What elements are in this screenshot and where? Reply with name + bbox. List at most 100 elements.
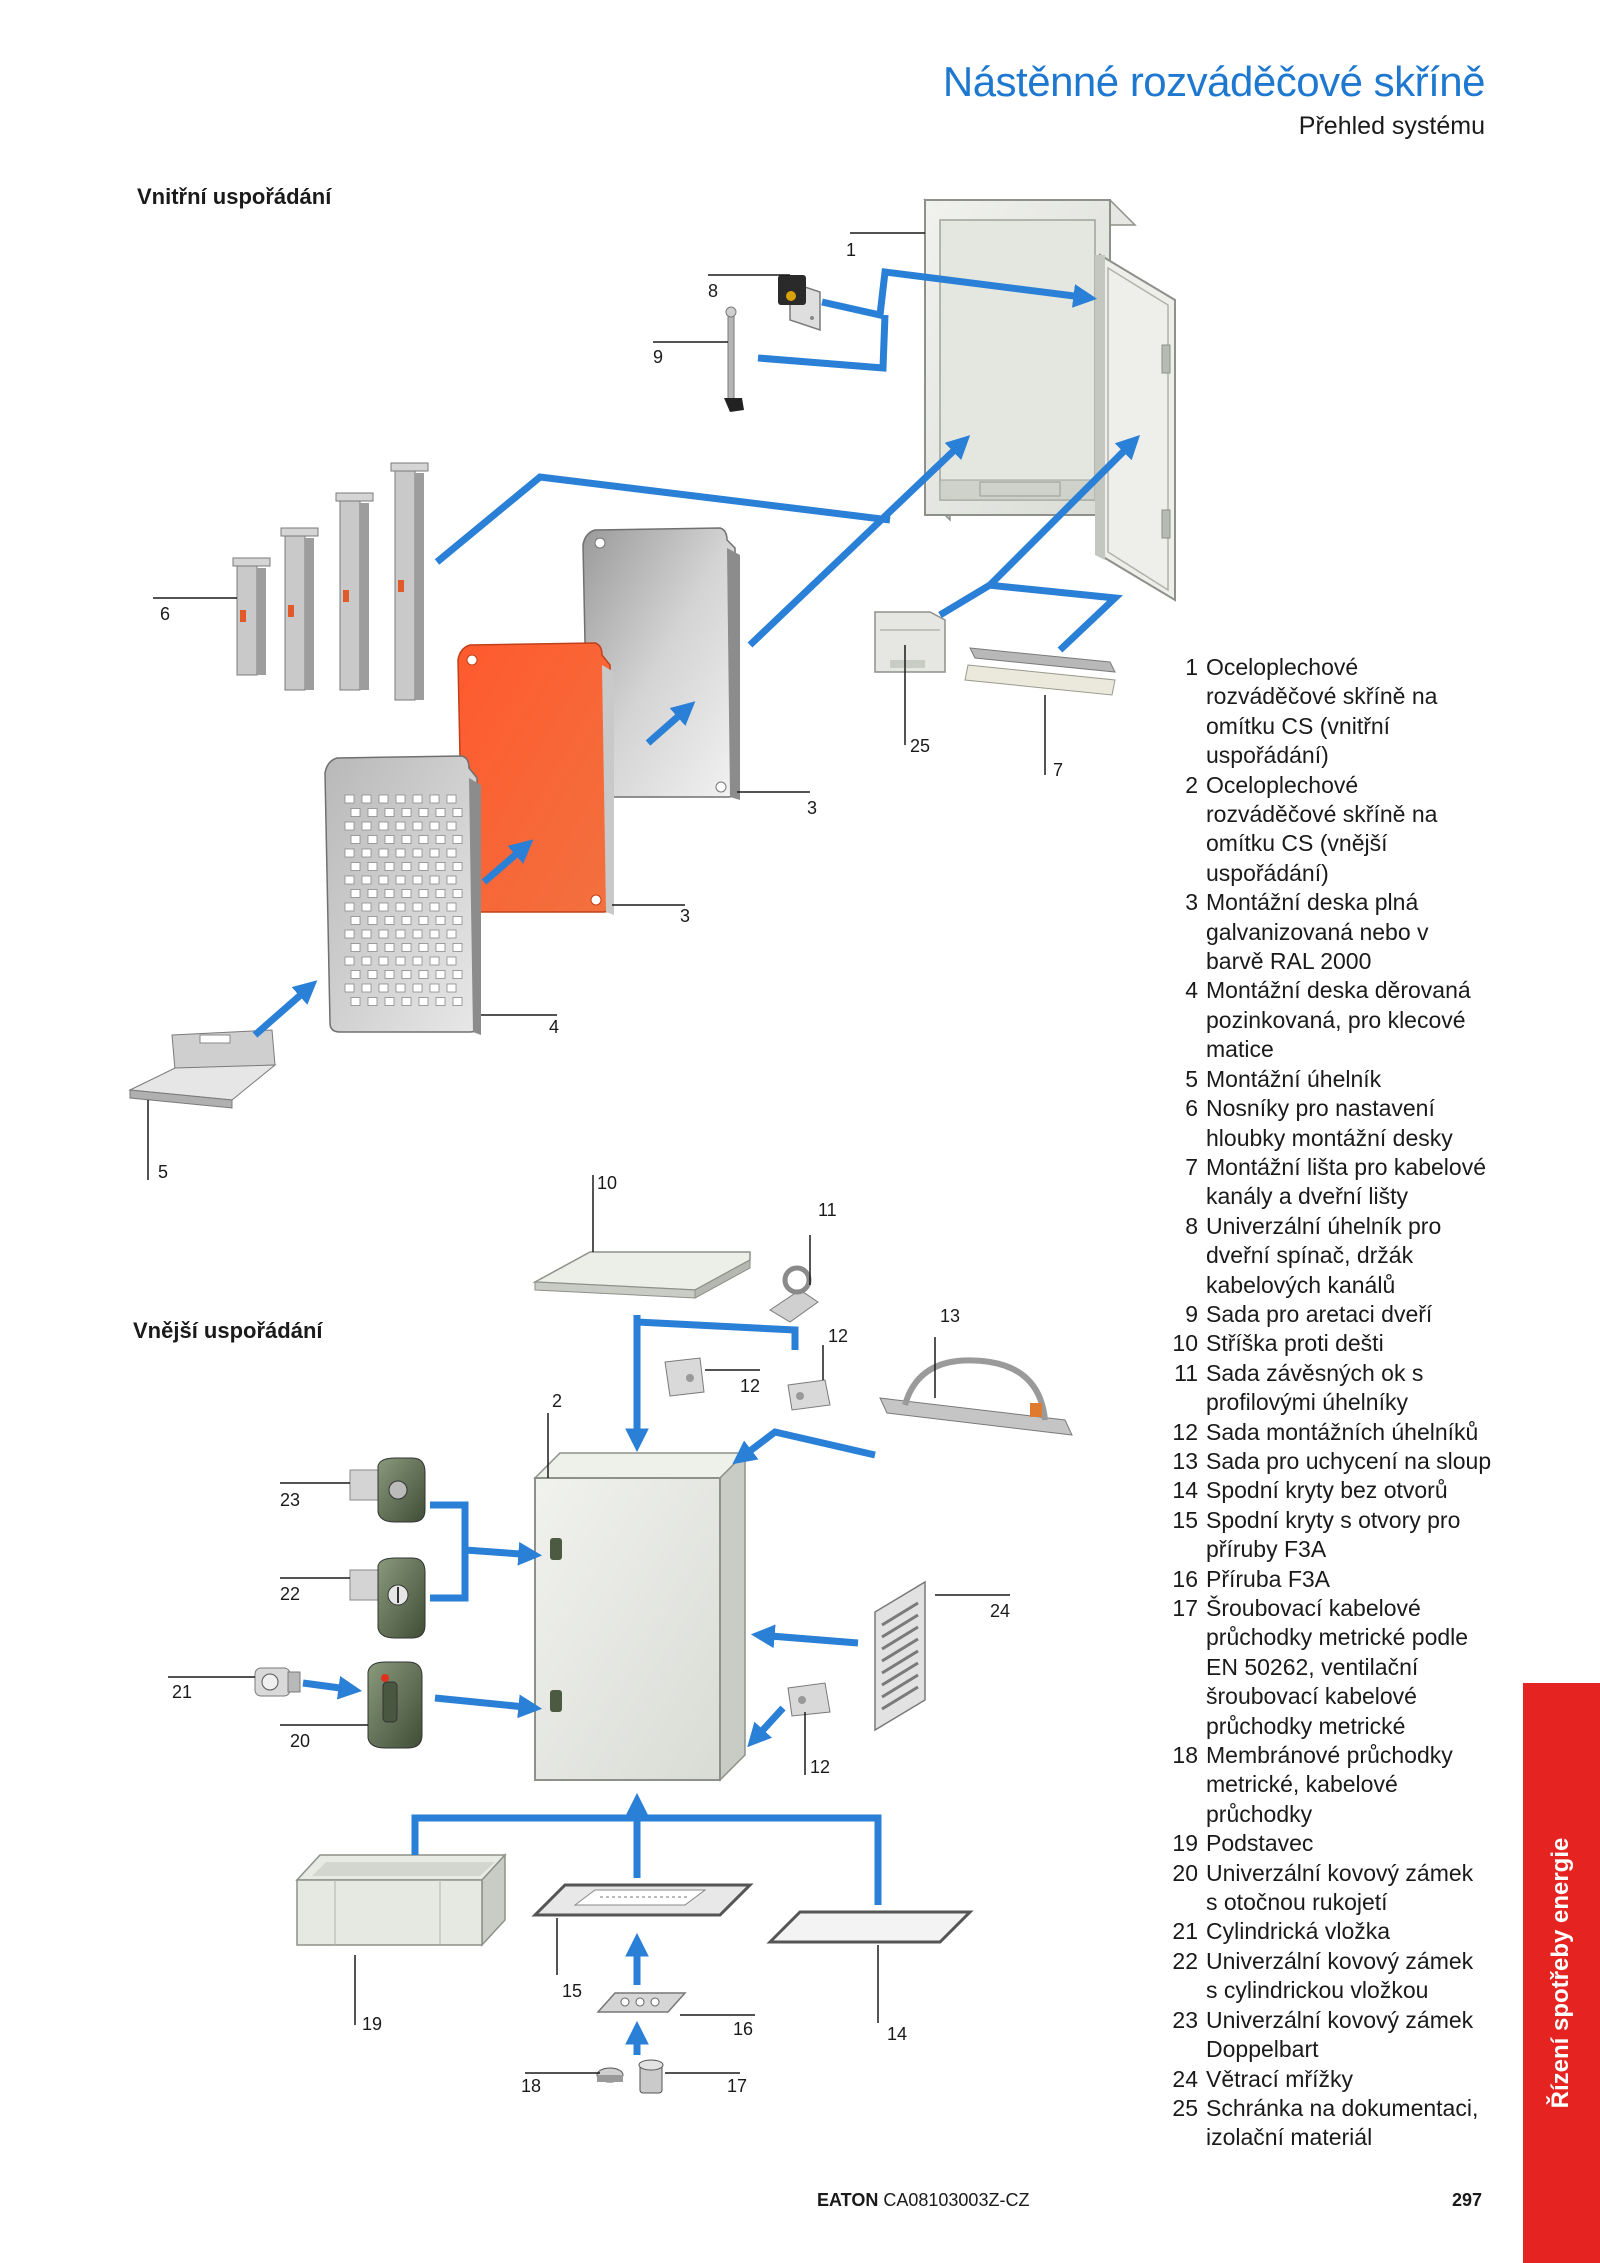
callout-25: 25: [910, 736, 930, 756]
perforation-hole: [435, 889, 446, 898]
legend-line: Šroubovací kabelové: [1206, 1595, 1421, 1621]
legend-line: profilovými úhelníky: [1206, 1389, 1408, 1416]
perforation-hole: [378, 902, 389, 912]
legend-line: Sada závěsných ok s: [1206, 1359, 1424, 1386]
bottom-cover-openings-illustration: [531, 1883, 754, 1917]
legend-item-text: Cylindrická vložka: [1206, 1917, 1500, 1946]
perforation-hole: [350, 943, 361, 952]
wall-bracket-lug-illustration: [769, 1265, 819, 1323]
perforation-hole: [435, 862, 446, 871]
perforation-hole: [344, 956, 355, 966]
perforation-hole: [401, 916, 412, 925]
legend-line: uspořádání): [1206, 859, 1329, 886]
legend-line: s otočnou rukojetí: [1206, 1889, 1388, 1916]
legend-item-number: 14: [1172, 1477, 1198, 1504]
perforation-hole: [395, 848, 406, 858]
perforation-hole: [452, 889, 463, 898]
mounting-plate-perforated-illustration: [324, 755, 481, 1035]
perforation-hole: [367, 808, 378, 817]
perforation-hole: [412, 875, 423, 885]
perforation-hole: [446, 821, 457, 831]
legend-item-number: 24: [1172, 2065, 1198, 2092]
perforation-hole: [452, 916, 463, 925]
mounting-plate-gray-illustration: [582, 527, 740, 800]
rain-canopy-illustration: [532, 1251, 751, 1299]
perforation-hole: [429, 848, 440, 858]
footer-catalog-code: CA08103003Z-CZ: [883, 2190, 1030, 2210]
legend-line: Spodní kryty bez otvorů: [1206, 1477, 1448, 1504]
legend-line: průchodky metrické podle: [1206, 1624, 1469, 1651]
legend-line: Montážní lišta pro kabelové: [1206, 1153, 1486, 1180]
perforation-hole: [350, 889, 361, 898]
legend-item-text: Univerzální kovový zámek s cylindrickou v…: [1206, 1947, 1500, 2006]
legend-item-number: 11: [1174, 1359, 1198, 1386]
page-subtitle: Přehled systému: [1298, 112, 1485, 140]
legend-item-number: 10: [1172, 1330, 1198, 1357]
legend-line: Univerzální kovový zámek: [1206, 1859, 1474, 1886]
perforation-hole: [344, 983, 355, 993]
legend-line: Univerzální kovový zámek: [1206, 1947, 1474, 1974]
legend-line: Oceloplechové: [1206, 654, 1359, 680]
legend-item: 14 Spodní kryty bez otvorů: [1160, 1476, 1500, 1505]
callout-10: 10: [597, 1173, 617, 1193]
perforation-hole: [378, 875, 389, 885]
perforation-hole: [361, 956, 372, 966]
legend-item-text: Podstavec: [1206, 1829, 1500, 1858]
perforation-hole: [435, 808, 446, 817]
legend-item-number: 1: [1185, 654, 1198, 680]
legend-line: Sada pro aretaci dveří: [1206, 1300, 1433, 1327]
legend-item: 24 Větrací mřížky: [1160, 2065, 1500, 2094]
plinth-illustration: [295, 1853, 507, 1947]
legend-line: Spodní kryty s otvory pro: [1206, 1506, 1461, 1533]
perforation-hole: [418, 970, 429, 979]
perforation-hole: [344, 794, 355, 804]
flow-arrows-external: [302, 1315, 882, 2055]
side-tab-label: Řízení spotřeby energie: [1547, 1837, 1574, 2109]
perforation-hole: [401, 808, 412, 817]
mounting-plate-orange-illustration: [457, 642, 614, 915]
perforation-hole: [452, 808, 463, 817]
perforation-hole: [401, 970, 412, 979]
legend-item-text: Sada montážních úhelníků: [1206, 1418, 1500, 1447]
perforation-hole: [361, 902, 372, 912]
screw-gland-illustration: [638, 2059, 664, 2094]
vent-slat: [881, 1685, 919, 1711]
perforation-hole: [452, 862, 463, 871]
legend-item-number: 13: [1172, 1447, 1198, 1474]
vent-slats: [881, 1601, 919, 1711]
legend-line: s cylindrickou vložkou: [1206, 1977, 1429, 2004]
section-side-tab: Řízení spotřeby energie: [1523, 1683, 1600, 2263]
perforation-hole: [344, 821, 355, 831]
callout-11: 11: [818, 1200, 837, 1220]
perforation-hole: [401, 889, 412, 898]
universal-bracket-illustration: [778, 275, 821, 332]
mounting-angle-12b: [787, 1379, 831, 1411]
callout-numbers: 1 8 9 6 25 7 3 3 4 5 10 11 13 12 12 12 2…: [158, 240, 1063, 2096]
callout-19: 19: [362, 2014, 382, 2034]
mounting-rail-illustration: [964, 647, 1116, 696]
perforation-hole: [446, 902, 457, 912]
external-arrangement-group: [254, 1251, 1073, 2094]
perforation-hole: [350, 835, 361, 844]
perforation-hole: [350, 970, 361, 979]
perforation-hole: [378, 821, 389, 831]
mounting-angle-illustration: [128, 1029, 277, 1109]
legend-line: Větrací mřížky: [1206, 2065, 1353, 2092]
legend-item-text: Větrací mřížky: [1206, 2065, 1500, 2094]
perforation-hole: [367, 916, 378, 925]
perforation-holes: [344, 794, 463, 1006]
perforation-hole: [367, 943, 378, 952]
perforation-hole: [367, 835, 378, 844]
perforation-hole: [446, 794, 457, 804]
perforation-hole: [452, 835, 463, 844]
legend-line: Oceloplechové: [1206, 771, 1359, 798]
legend-item-number: 4: [1185, 977, 1198, 1004]
lock-cylinder-illustration: [349, 1557, 426, 1639]
